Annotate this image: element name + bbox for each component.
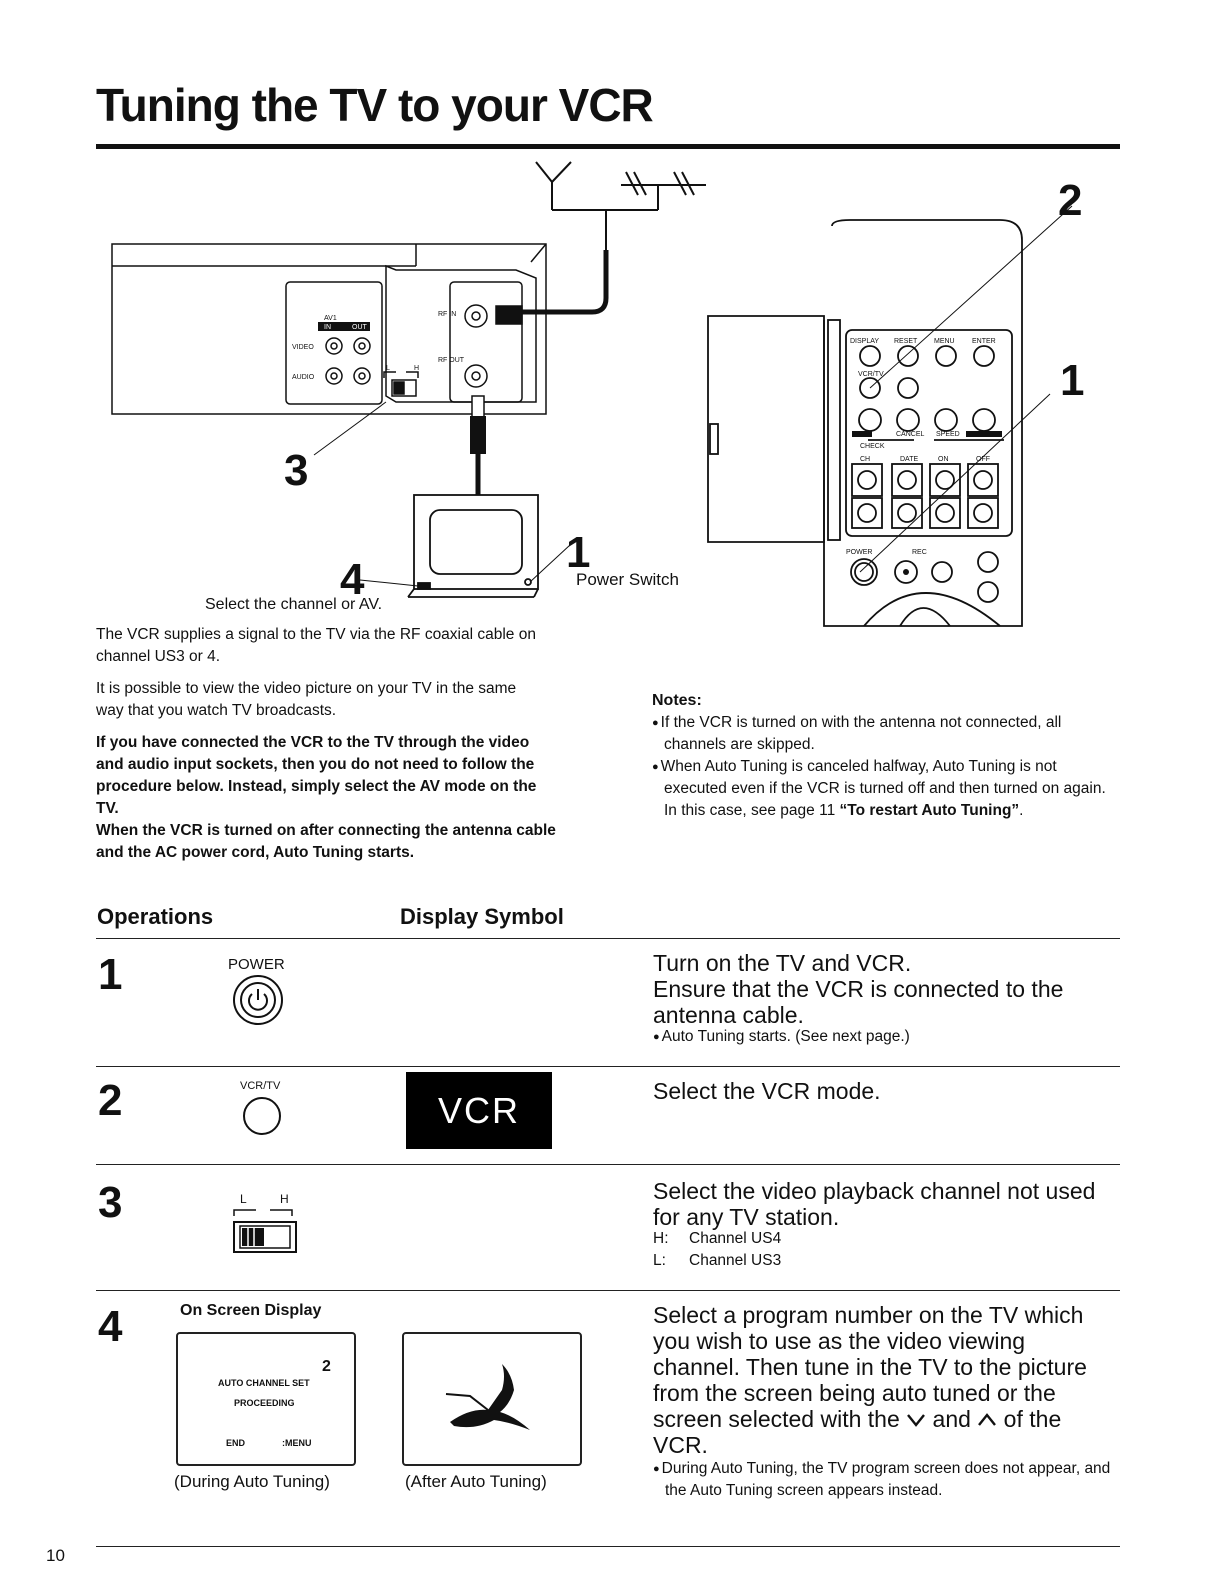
svg-text:POWER: POWER [846,549,872,556]
callout-1: 1 [566,528,591,577]
rule-step-1 [96,1066,1120,1067]
step-number: 3 [98,1178,123,1227]
remote-diagram: DISPLAY RESET MENU ENTER VCR/TV CANCEL S… [707,205,1073,627]
svg-text:REC: REC [912,549,927,556]
svg-text:OFF: OFF [976,456,990,463]
vcr-back-panel [111,243,547,415]
tv-icon [407,494,539,598]
svg-text:CHECK: CHECK [860,443,885,450]
power-switch-label: Power Switch [576,570,679,589]
caption-after: (After Auto Tuning) [405,1472,547,1491]
osd-screen-during: 2 AUTO CHANNEL SET PROCEEDING END :MENU [176,1332,356,1466]
svg-text:VCR/TV: VCR/TV [858,371,884,378]
svg-text:H: H [414,365,419,372]
power-label: POWER [228,956,285,973]
page-title: Tuning the TV to your VCR [96,79,654,131]
svg-text:DATE: DATE [900,456,918,463]
vcr-display-symbol: VCR [406,1072,552,1149]
step-4-text: Select a program number on the TV which … [653,1302,1087,1458]
step-4-bullet: During Auto Tuning, the TV program scree… [653,1458,1127,1502]
svg-text:MENU: MENU [934,338,955,345]
osd-heading: On Screen Display [180,1302,322,1319]
power-button-icon [233,975,283,1025]
page-number: 10 [46,1546,65,1565]
rule-step-2 [96,1164,1120,1165]
svg-text:CANCEL: CANCEL [896,431,925,438]
svg-text:RF IN: RF IN [438,311,456,318]
caption-during: (During Auto Tuning) [174,1472,330,1491]
step-number: 4 [98,1302,123,1351]
select-channel-label: Select the channel or AV. [205,596,383,613]
svg-text:AUDIO: AUDIO [292,374,315,381]
antenna-icon [535,161,706,250]
vcrtv-label: VCR/TV [240,1080,281,1092]
svg-text:IN: IN [324,324,331,331]
channel-h: H:Channel US4 [653,1230,782,1247]
svg-text:VIDEO: VIDEO [292,344,314,351]
rule-step-3 [96,1290,1120,1291]
step-3-text: Select the video playback channel not us… [653,1178,1096,1230]
step-2-text: Select the VCR mode. [653,1078,881,1104]
switch-label-h: H [280,1192,289,1206]
note-item: If the VCR is turned on with the antenna… [652,712,1112,756]
callout-3: 3 [284,446,309,495]
vcrtv-button-icon [243,1097,281,1135]
crane-bird-icon [445,1364,530,1430]
channel-switch-icon [233,1209,297,1253]
svg-text:OUT: OUT [352,324,368,331]
rule-header [96,938,1120,939]
down-arrow-icon [907,1414,926,1427]
svg-text:L: L [386,365,390,372]
svg-text:AV1: AV1 [324,315,337,322]
display-symbol-heading: Display Symbol [400,904,564,929]
operations-heading: Operations [97,904,214,929]
intro-paragraph-2: It is possible to view the video picture… [96,680,517,719]
note-item: When Auto Tuning is canceled halfway, Au… [652,756,1112,822]
callout-4: 4 [340,555,365,604]
svg-text:DISPLAY: DISPLAY [850,338,879,345]
svg-text:CH: CH [860,456,870,463]
svg-text:ON: ON [938,456,949,463]
tv-screen-after [402,1332,582,1466]
footer-rule [96,1546,1120,1547]
svg-text:RF OUT: RF OUT [438,357,465,364]
step-1-text: Turn on the TV and VCR. Ensure that the … [653,950,1064,1028]
up-arrow-icon [978,1413,997,1426]
step-number: 2 [98,1076,123,1125]
step-1-bullet: Auto Tuning starts. (See next page.) [653,1026,910,1048]
switch-label-l: L [240,1192,247,1206]
notes-heading: Notes: [652,692,702,709]
channel-l: L:Channel US3 [653,1252,782,1269]
intro-paragraph-1: The VCR supplies a signal to the TV via … [96,626,536,665]
svg-text:RESET: RESET [894,338,918,345]
step-number: 1 [98,950,123,999]
svg-text:ENTER: ENTER [972,338,996,345]
intro-auto-tuning: When the VCR is turned on after connecti… [96,822,556,861]
title-rule [96,144,1120,149]
notes-list: If the VCR is turned on with the antenna… [652,712,1112,822]
remote-callout-1: 1 [1060,356,1085,405]
connection-diagram: AV1 IN OUT VIDEO AUDIO RF IN RF OUT L H [111,161,706,598]
svg-text:SPEED: SPEED [936,431,960,438]
intro-instruction: If you have connected the VCR to the TV … [96,734,537,817]
remote-callout-2: 2 [1058,176,1083,225]
